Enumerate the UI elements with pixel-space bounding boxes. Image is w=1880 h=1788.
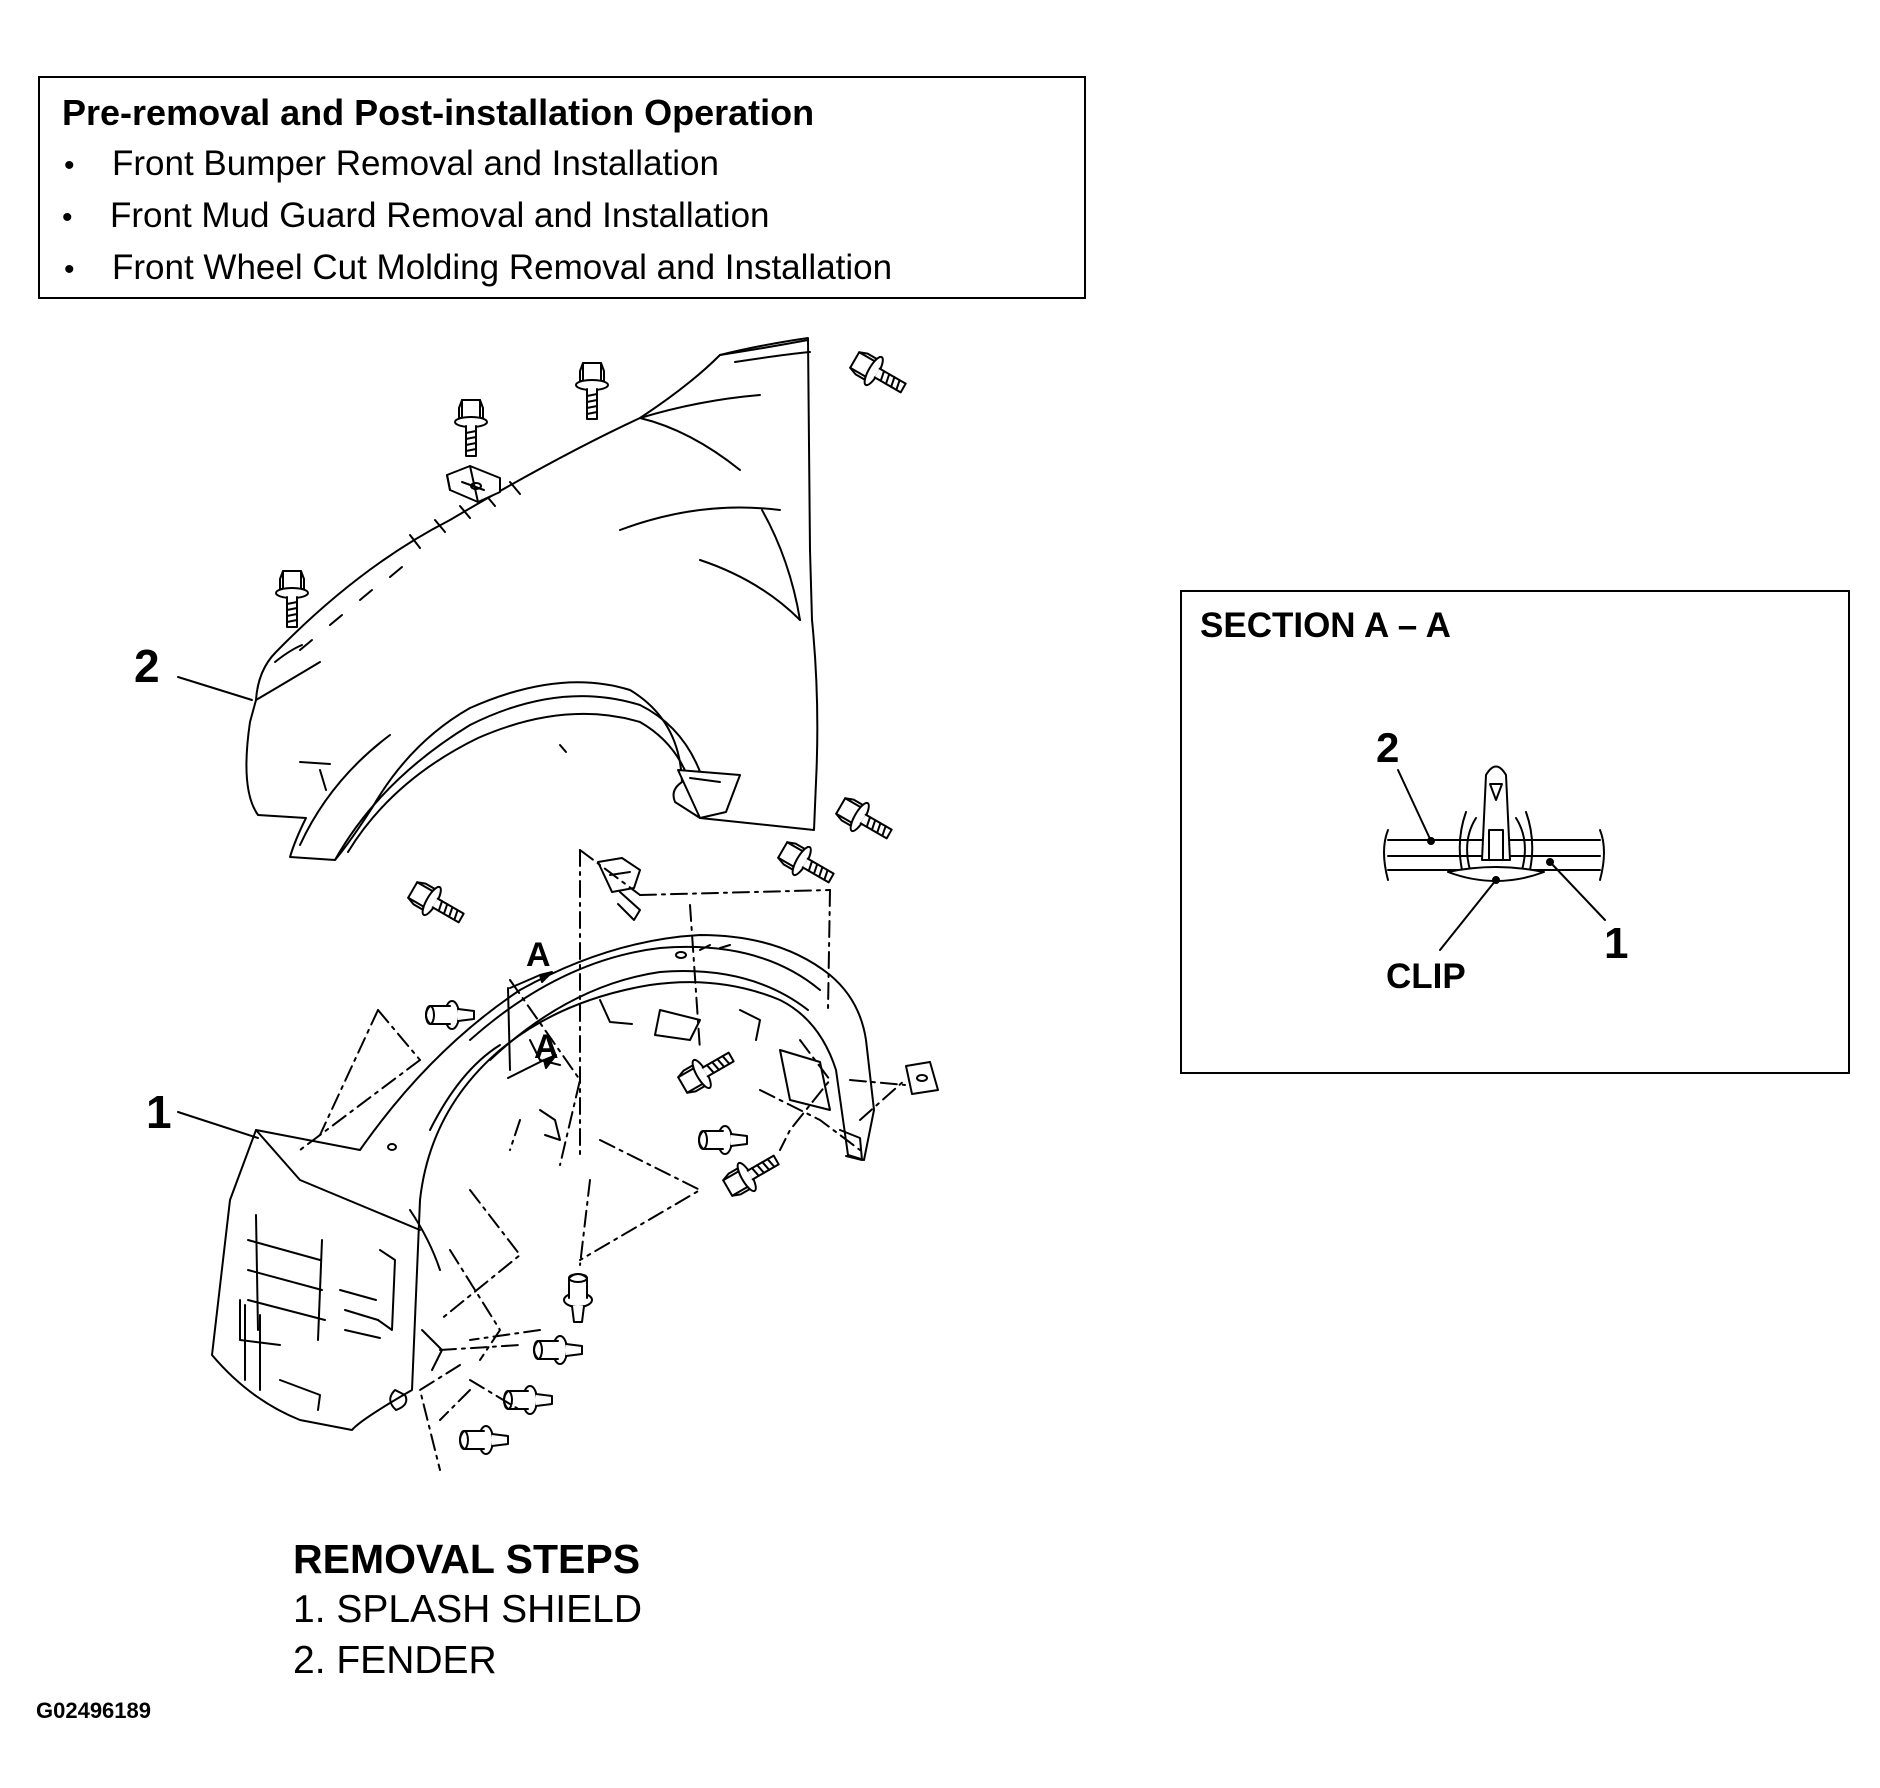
push-clip xyxy=(533,1335,583,1365)
side-bracket xyxy=(905,1061,939,1095)
list-item-text: Front Wheel Cut Molding Removal and Inst… xyxy=(112,248,893,287)
fender-callout: 2 xyxy=(134,640,160,692)
removal-step: 1. SPLASH SHIELD xyxy=(293,1588,642,1631)
section-title: SECTION A – A xyxy=(1200,606,1451,645)
pre-removal-title: Pre-removal and Post-installation Operat… xyxy=(62,92,815,133)
push-clip xyxy=(425,1000,475,1030)
fender-bolt xyxy=(831,791,899,849)
section-marker-label: A xyxy=(534,1028,559,1066)
section-a-a-detail xyxy=(1383,765,1606,951)
fender-bolt xyxy=(575,362,609,420)
liner-screw xyxy=(673,1042,741,1100)
fender-bolt xyxy=(773,835,841,893)
section-a-a-box: SECTION A – A xyxy=(1180,590,1850,1074)
assembly-dash-lines xyxy=(299,849,906,1471)
splash-shield-callout: 1 xyxy=(146,1086,172,1138)
splash-shield-illustration xyxy=(211,934,875,1431)
push-clip xyxy=(503,1385,553,1415)
push-clip xyxy=(563,1273,593,1323)
list-item-text: Front Mud Guard Removal and Installation xyxy=(110,196,770,235)
fender-callout-leader xyxy=(177,676,253,701)
list-item: • Front Mud Guard Removal and Installatio… xyxy=(62,196,770,236)
section-shield-callout: 1 xyxy=(1604,919,1628,968)
liner-screw xyxy=(718,1145,786,1203)
pre-removal-box: Pre-removal and Post-installation Operat… xyxy=(38,76,1086,299)
list-item: • Front Wheel Cut Molding Removal and Ins… xyxy=(64,248,892,288)
clip-label: CLIP xyxy=(1386,957,1466,996)
figure-id: G02496189 xyxy=(36,1698,151,1723)
fender-illustration xyxy=(245,337,819,861)
fender-bolt xyxy=(275,570,309,628)
removal-steps: REMOVAL STEPS 1. SPLASH SHIELD 2. FENDER xyxy=(293,1534,642,1686)
fender-bolt xyxy=(403,875,471,933)
removal-steps-heading: REMOVAL STEPS xyxy=(293,1536,641,1582)
section-cut-markers xyxy=(507,971,557,1079)
removal-step: 2. FENDER xyxy=(293,1639,497,1682)
fender-bolt xyxy=(845,345,913,403)
bullet-icon: • xyxy=(64,149,75,182)
bullet-icon: • xyxy=(64,253,75,286)
push-clip xyxy=(698,1125,748,1155)
section-marker-label: A xyxy=(526,936,551,974)
fender-bolt xyxy=(454,399,488,457)
liner-clip-bracket xyxy=(597,857,641,921)
list-item: • Front Bumper Removal and Installation xyxy=(64,144,719,184)
section-fender-callout: 2 xyxy=(1376,724,1399,771)
bullet-icon: • xyxy=(62,201,73,234)
fender-bracket xyxy=(446,465,501,503)
push-clip xyxy=(459,1425,509,1455)
list-item-text: Front Bumper Removal and Installation xyxy=(112,144,719,183)
shield-callout-leader xyxy=(177,1111,259,1139)
